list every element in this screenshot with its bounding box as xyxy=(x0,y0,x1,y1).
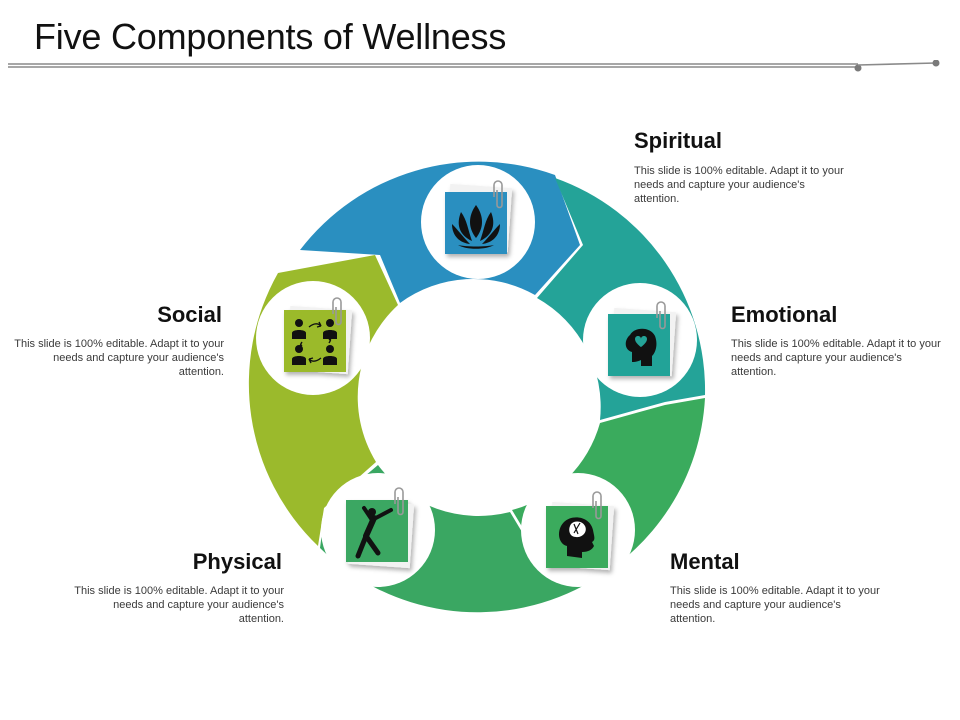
page-title: Five Components of Wellness xyxy=(34,16,507,57)
paperclip-icon xyxy=(332,297,342,326)
spiritual-heading: Spiritual xyxy=(634,128,723,153)
social-heading: Social xyxy=(157,302,222,327)
spiritual-description: This slide is 100% editable. Adapt it to… xyxy=(634,165,844,205)
paperclip-icon xyxy=(592,491,602,520)
head-brain-icon xyxy=(558,517,595,558)
exercise-person-icon xyxy=(355,506,393,559)
note-card-physical xyxy=(346,499,415,569)
paperclip-icon xyxy=(493,180,503,209)
paperclip-icon xyxy=(656,301,666,330)
head-heart-icon xyxy=(625,328,657,366)
mental-heading: Mental xyxy=(670,549,740,574)
emotional-heading: Emotional xyxy=(731,302,838,327)
social-description: This slide is 100% editable. Adapt it to… xyxy=(14,338,224,378)
paperclip-icon xyxy=(394,487,404,516)
physical-description: This slide is 100% editable. Adapt it to… xyxy=(74,585,284,625)
people-network-icon xyxy=(292,319,337,365)
title-divider xyxy=(8,60,940,72)
mental-description: This slide is 100% editable. Adapt it to… xyxy=(670,585,880,625)
lotus-icon xyxy=(452,205,500,249)
physical-heading: Physical xyxy=(192,549,282,574)
emotional-description: This slide is 100% editable. Adapt it to… xyxy=(731,338,941,378)
